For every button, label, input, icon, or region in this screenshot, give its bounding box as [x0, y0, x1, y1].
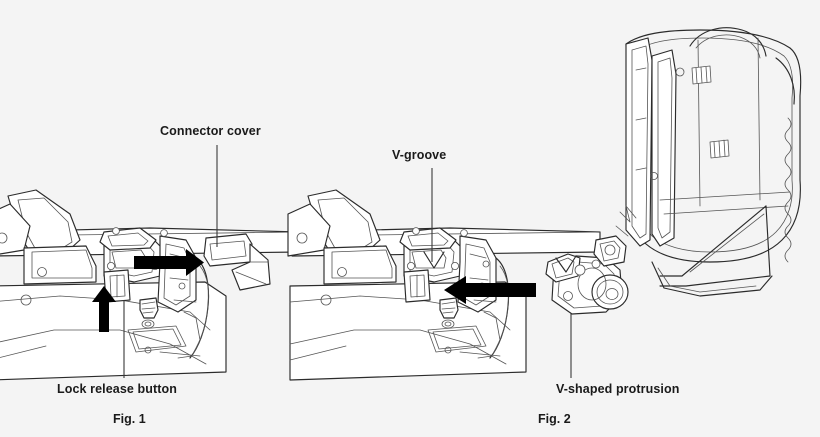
- lock-release-button-label: Lock release button: [57, 382, 177, 396]
- v-shaped-protrusion-label: V-shaped protrusion: [556, 382, 680, 396]
- connector-cover-label: Connector cover: [160, 124, 261, 138]
- fig2-machine-body: [287, 189, 601, 381]
- fig1-cover-removal-arrow: [134, 249, 204, 276]
- fig2-attachment-unit: [545, 27, 802, 315]
- fig-1-caption: Fig. 1: [113, 412, 146, 426]
- connector-cover-part: [203, 233, 271, 291]
- fig-2-caption: Fig. 2: [538, 412, 571, 426]
- fig2-mount-insert-arrow: [444, 276, 536, 304]
- fig1-lock-release-arrow: [92, 286, 116, 332]
- v-groove-label: V-groove: [392, 148, 447, 162]
- fig1-machine-body: [0, 189, 301, 381]
